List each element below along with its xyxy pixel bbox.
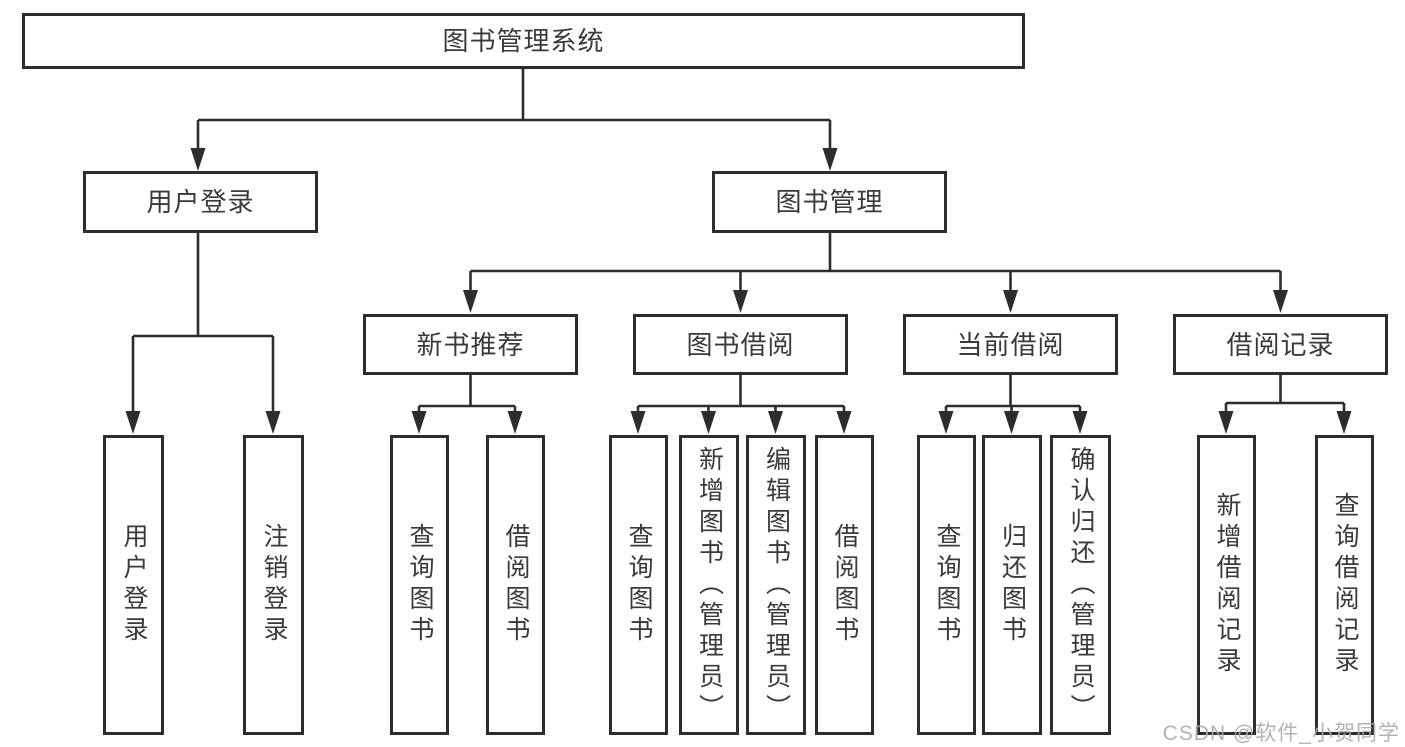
arrow-icon <box>411 411 427 434</box>
node-user-login: 用户登录 <box>83 171 318 233</box>
arrow-icon <box>1072 411 1088 434</box>
node-label: 确认归还（管理员） <box>1067 445 1095 725</box>
arrow-icon <box>190 148 206 171</box>
tree-edges <box>131 69 1346 413</box>
node-label: 新增图书（管理员） <box>695 445 724 725</box>
node-root-library-system: 图书管理系统 <box>22 13 1025 69</box>
arrow-icon <box>836 411 852 434</box>
arrowheads <box>125 148 1352 434</box>
arrow-icon <box>125 411 141 434</box>
arrow-icon <box>1273 290 1288 313</box>
leaf-query-borrow-record: 查询借阅记录 <box>1315 435 1374 735</box>
node-label: 查询图书 <box>406 523 434 647</box>
leaf-add-borrow-record: 新增借阅记录 <box>1197 435 1256 735</box>
node-label: 借阅图书 <box>831 523 859 647</box>
leaf-edit-books-admin: 编辑图书（管理员） <box>746 435 806 735</box>
arrow-icon <box>733 290 748 313</box>
node-new-book-recommend: 新书推荐 <box>363 314 578 375</box>
node-label: 归还图书 <box>998 523 1027 647</box>
node-label: 用户登录 <box>146 187 255 217</box>
node-book-management: 图书管理 <box>712 171 947 233</box>
node-current-borrowing: 当前借阅 <box>903 314 1118 375</box>
leaf-borrow-books-borrowing: 借阅图书 <box>815 435 874 735</box>
arrow-icon <box>265 411 281 434</box>
arrow-icon <box>507 411 523 434</box>
leaf-add-books-admin: 新增图书（管理员） <box>679 435 739 735</box>
node-borrowing-records: 借阅记录 <box>1173 314 1388 375</box>
node-label: 图书管理 <box>775 187 884 217</box>
node-label: 当前借阅 <box>956 329 1065 360</box>
leaf-return-books: 归还图书 <box>982 435 1042 735</box>
node-label: 查询图书 <box>625 523 653 647</box>
node-label: 借阅记录 <box>1226 329 1335 360</box>
node-label: 新书推荐 <box>416 329 525 360</box>
node-label: 查询借阅记录 <box>1331 492 1359 678</box>
arrow-icon <box>938 411 954 434</box>
node-label: 图书借阅 <box>686 329 795 360</box>
arrow-icon <box>1218 411 1234 434</box>
node-label: 注销登录 <box>260 523 288 647</box>
leaf-query-books-recommend: 查询图书 <box>390 435 449 735</box>
node-label: 编辑图书（管理员） <box>762 445 791 725</box>
node-label: 查询图书 <box>933 523 961 647</box>
csdn-watermark: CSDN @软件_小贺同学 <box>1162 722 1400 745</box>
leaf-borrow-books-recommend: 借阅图书 <box>486 435 545 735</box>
arrow-icon <box>1003 290 1018 313</box>
leaf-confirm-return-admin: 确认归还（管理员） <box>1050 435 1111 735</box>
node-book-borrowing: 图书借阅 <box>633 314 848 375</box>
arrow-icon <box>701 411 716 434</box>
node-label: 用户登录 <box>120 523 148 647</box>
node-label: 新增借阅记录 <box>1213 492 1241 678</box>
node-label: 图书管理系统 <box>442 26 605 56</box>
leaf-user-login: 用户登录 <box>103 435 164 735</box>
arrow-icon <box>768 411 783 434</box>
arrow-icon <box>1004 411 1019 434</box>
arrow-icon <box>1336 411 1352 434</box>
arrow-icon <box>630 411 646 434</box>
leaf-query-books-borrowing: 查询图书 <box>609 435 668 735</box>
node-label: 借阅图书 <box>502 523 530 647</box>
leaf-logout: 注销登录 <box>243 435 304 735</box>
arrow-icon <box>463 290 478 313</box>
leaf-query-books-current: 查询图书 <box>917 435 976 735</box>
arrow-icon <box>822 148 838 171</box>
